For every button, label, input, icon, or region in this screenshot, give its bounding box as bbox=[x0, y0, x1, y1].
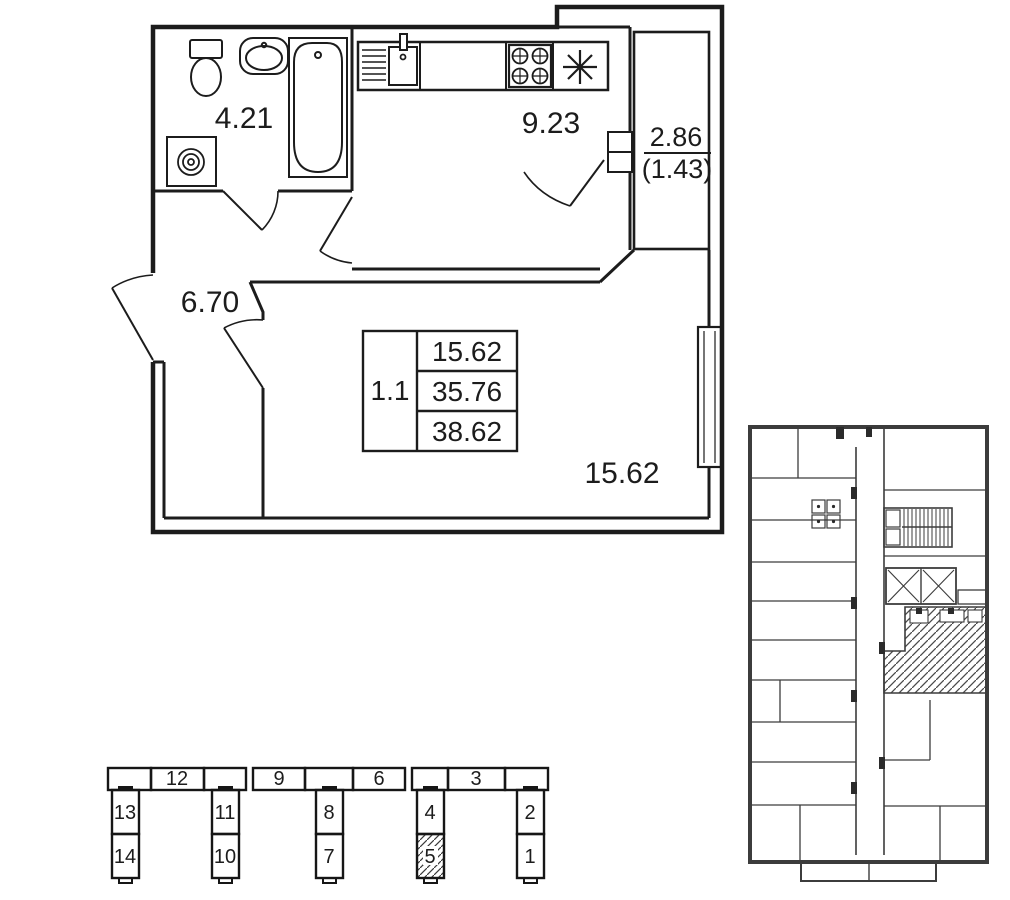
fridge-icon bbox=[563, 50, 597, 84]
interior-walls bbox=[153, 25, 711, 520]
section-label-14: 14 bbox=[114, 846, 136, 868]
kitchen-door bbox=[319, 196, 353, 264]
highlighted-unit-hatch bbox=[883, 606, 987, 694]
building-entrance bbox=[800, 861, 937, 882]
unit-type-label: 1.1 bbox=[371, 375, 410, 406]
section-label-12: 12 bbox=[166, 768, 188, 790]
bathroom-door bbox=[222, 190, 279, 231]
section-label-9: 9 bbox=[273, 768, 284, 790]
living-area-value: 15.62 bbox=[432, 336, 502, 367]
bathtub-icon bbox=[288, 37, 348, 178]
right-unit-walls bbox=[884, 489, 987, 862]
toilet-icon bbox=[189, 39, 223, 97]
section-label-1: 1 bbox=[524, 846, 535, 868]
sink-icon bbox=[239, 37, 289, 75]
floor-overview bbox=[748, 425, 989, 882]
kitchen-sink-icon bbox=[362, 33, 418, 86]
balcony-door bbox=[523, 131, 633, 207]
section-label-13: 13 bbox=[114, 802, 136, 824]
area-no-balcony-value: 35.76 bbox=[432, 376, 502, 407]
bathroom-area-label: 4.21 bbox=[215, 102, 273, 135]
section-connectors bbox=[118, 786, 538, 790]
elevator-icon bbox=[885, 567, 987, 605]
door-marks bbox=[836, 427, 885, 794]
section-6 bbox=[351, 766, 407, 792]
site-plan: 12 9 6 3 13 14 11 10 8 7 4 5 2 1 bbox=[106, 766, 550, 884]
kitchen-counter bbox=[356, 40, 610, 92]
hallway-area-label: 6.70 bbox=[181, 286, 239, 319]
section-label-7: 7 bbox=[323, 846, 334, 868]
corridor-walls bbox=[855, 427, 885, 855]
section-label-6: 6 bbox=[373, 768, 384, 790]
svg-text:(1.43): (1.43) bbox=[642, 154, 713, 184]
living-room-window bbox=[696, 325, 723, 469]
section-label-8: 8 bbox=[323, 802, 334, 824]
stairs-icon bbox=[883, 507, 953, 548]
living-room-door bbox=[223, 318, 264, 389]
section-label-10: 10 bbox=[214, 846, 236, 868]
total-area-value: 38.62 bbox=[432, 416, 502, 447]
balcony-area-label: 2.86 (1.43) bbox=[642, 122, 713, 184]
living-room-area-label: 15.62 bbox=[584, 457, 659, 490]
kitchen-area-label: 9.23 bbox=[522, 107, 580, 140]
apartment-floorplan: 4.21 9.23 6.70 15.62 2.86 (1.43) 1.1 15.… bbox=[111, 4, 725, 535]
section-tabs bbox=[118, 877, 538, 884]
section-label-5: 5 bbox=[424, 846, 435, 868]
outer-walls bbox=[150, 4, 725, 535]
svg-text:2.86: 2.86 bbox=[650, 122, 703, 152]
stove-icon bbox=[507, 43, 553, 89]
area-table: 1.1 15.62 35.76 38.62 bbox=[361, 329, 519, 453]
section-label-3: 3 bbox=[470, 768, 481, 790]
mini-stove-icons bbox=[811, 499, 841, 529]
highlighted-unit-fixtures bbox=[909, 608, 983, 624]
section-label-2: 2 bbox=[524, 802, 535, 824]
left-unit-walls bbox=[750, 427, 856, 862]
washing-machine-icon bbox=[166, 136, 217, 187]
balcony-outline bbox=[632, 30, 711, 251]
entry-door bbox=[111, 274, 154, 361]
section-label-4: 4 bbox=[424, 802, 435, 824]
section-label-11: 11 bbox=[215, 802, 236, 824]
